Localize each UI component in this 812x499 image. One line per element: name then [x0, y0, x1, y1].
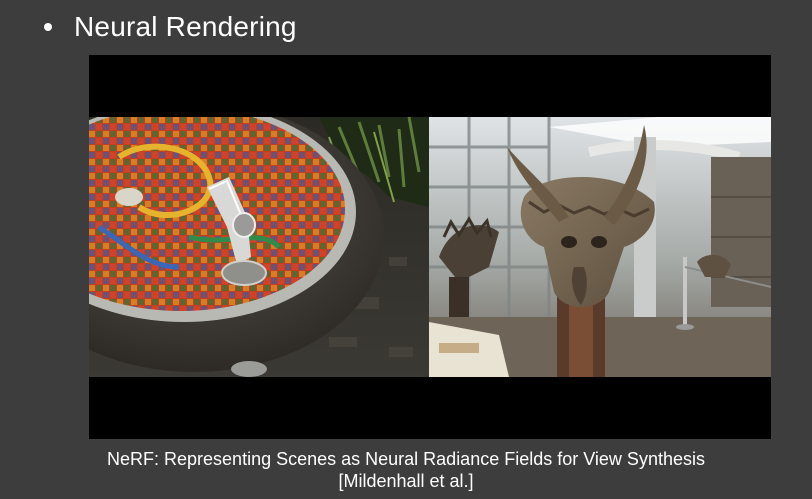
info-placard [429, 322, 509, 377]
stanchions [676, 257, 771, 330]
bullet-icon [44, 23, 52, 31]
video-caption-citation: [Mildenhall et al.] [338, 471, 474, 491]
triceratops-scene-image [429, 117, 771, 377]
triceratops-skull [507, 125, 655, 307]
video-caption-title: NeRF: Representing Scenes as Neural Radi… [107, 449, 705, 469]
fountain-scene-image [89, 117, 429, 377]
bullet-heading: Neural Rendering [44, 8, 297, 46]
slide-title: Neural Rendering [74, 11, 297, 42]
video-player[interactable] [89, 55, 771, 439]
video-content [89, 117, 771, 377]
background-skeleton [439, 216, 499, 317]
fountain-spout [207, 177, 267, 286]
